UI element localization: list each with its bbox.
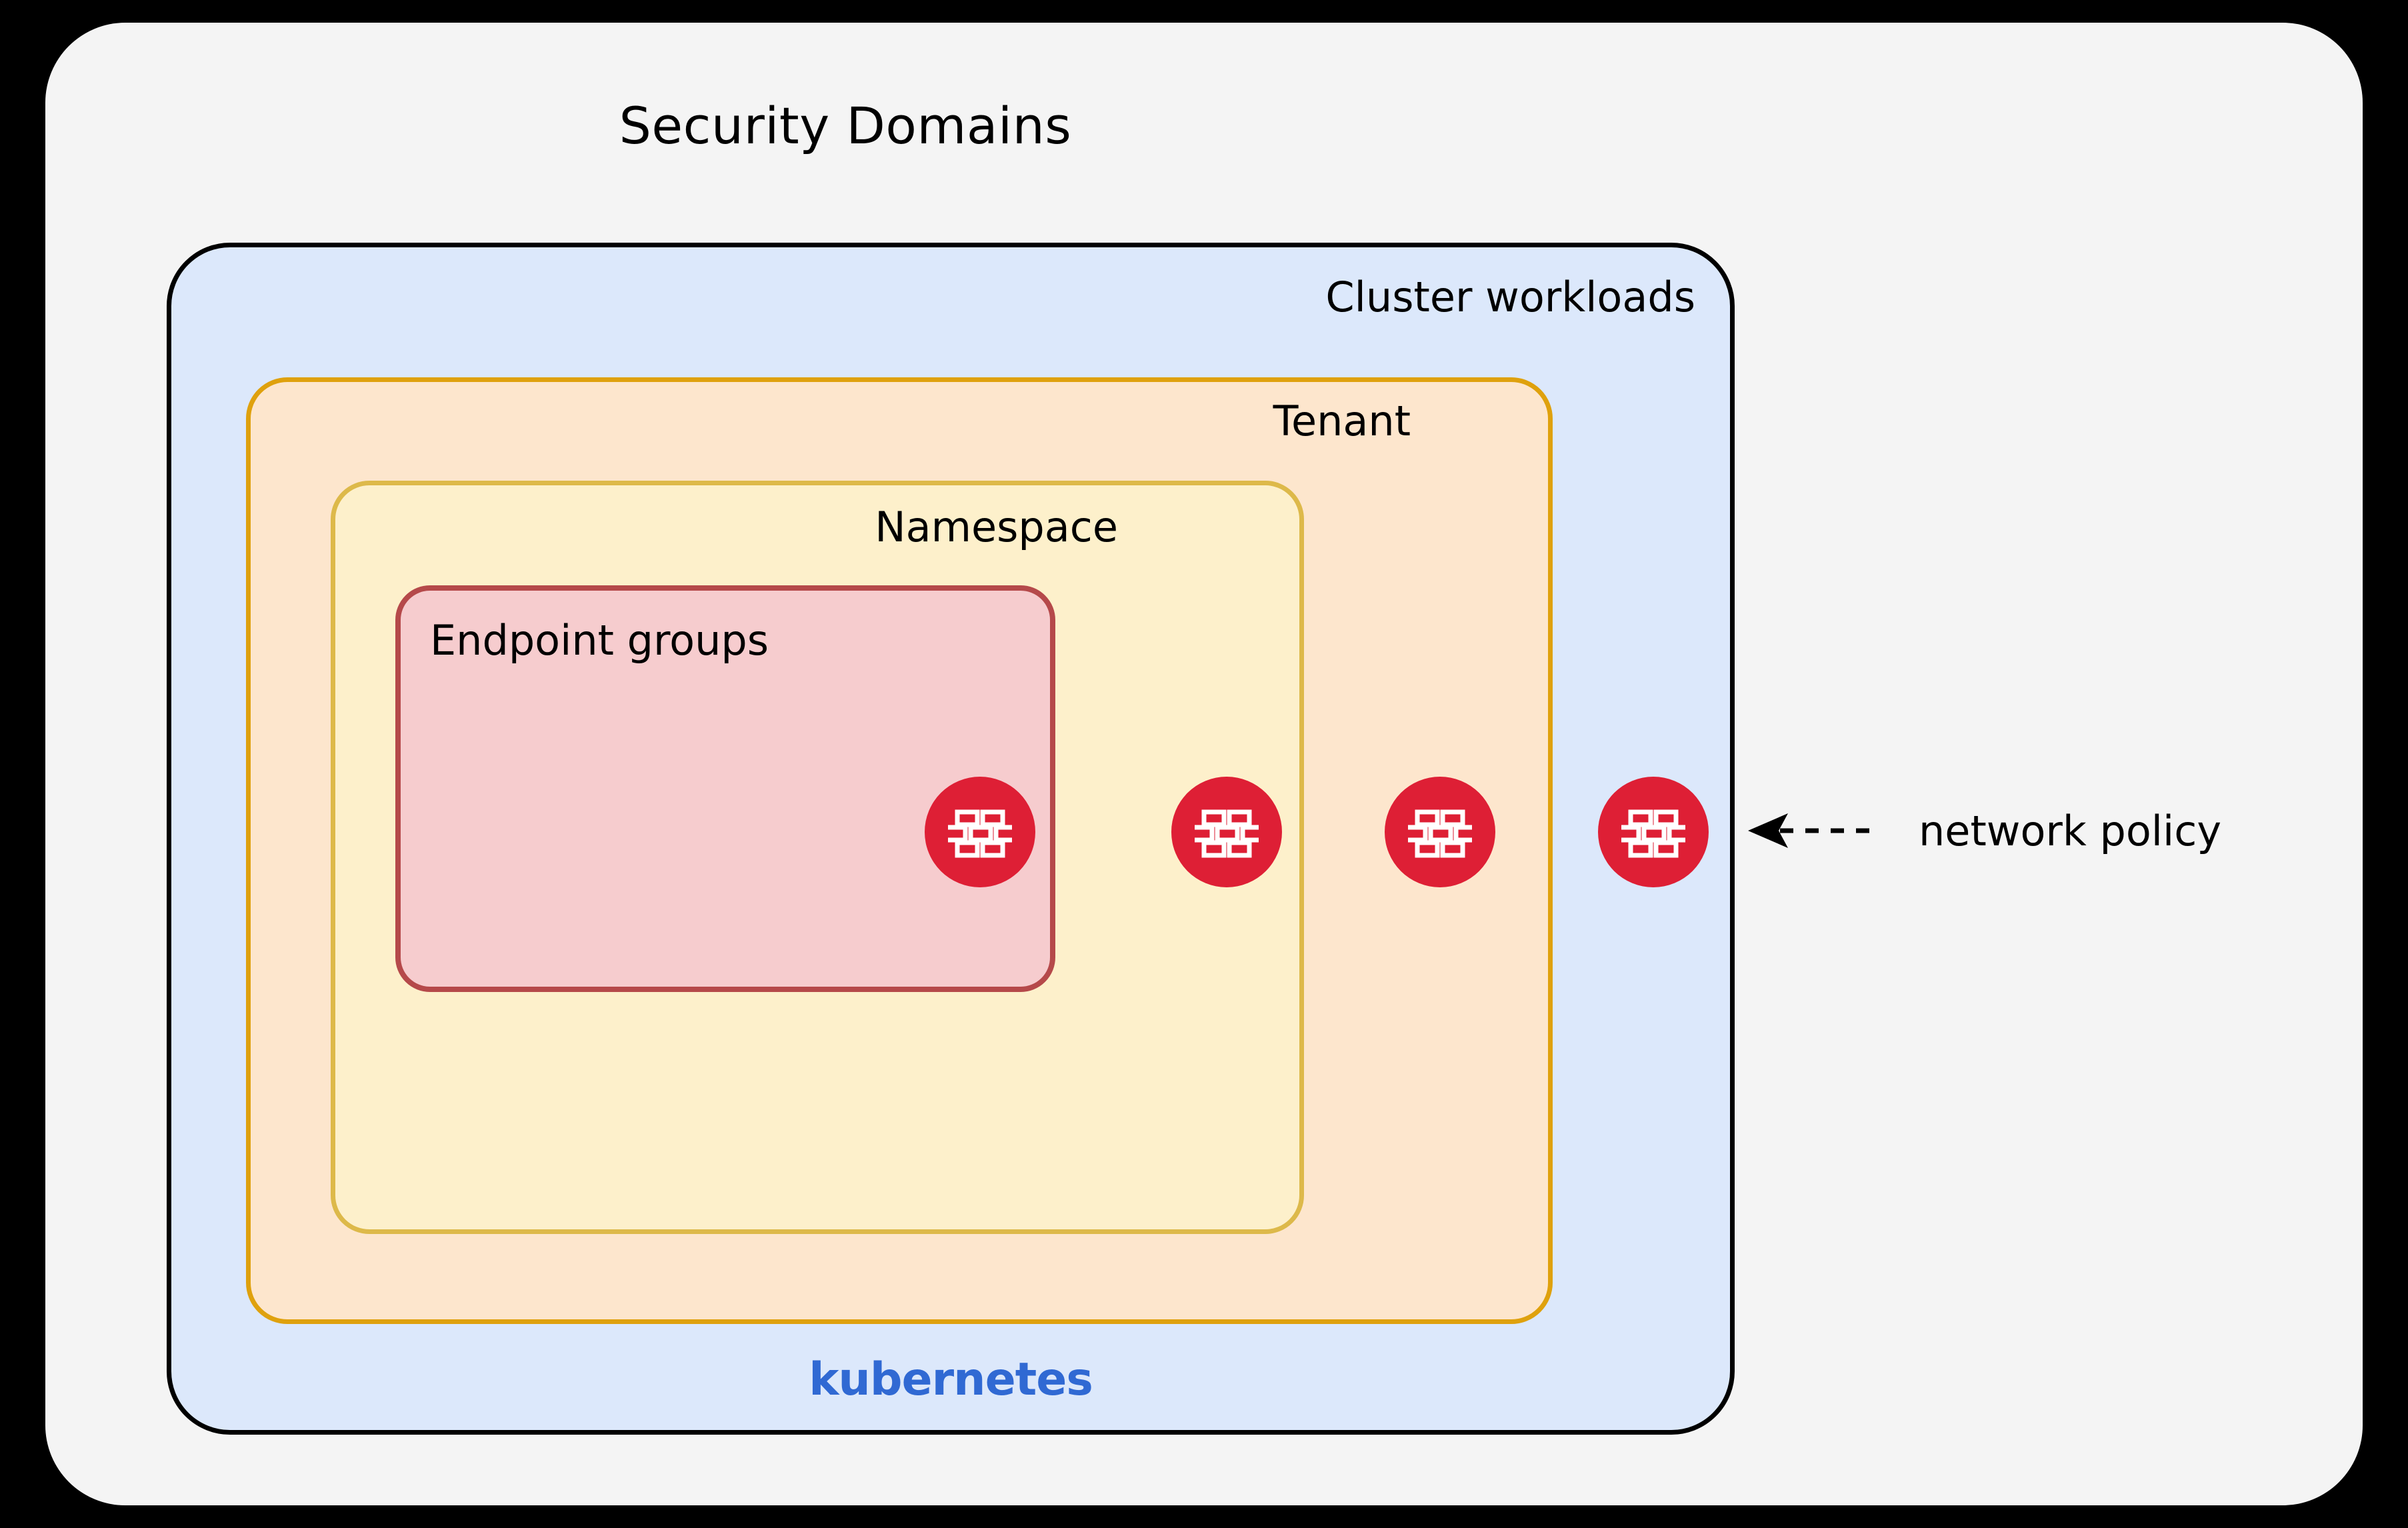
- brick-wall-glyph: [1408, 809, 1472, 858]
- cluster-workloads-label: Cluster workloads: [1325, 273, 1695, 321]
- security-domains-container: Security Domains Cluster workloads Tenan…: [45, 23, 2363, 1505]
- dashed-left-arrow-icon: [1748, 813, 1880, 848]
- brick-wall-glyph: [1195, 809, 1259, 858]
- tenant-box: Tenant Namespace Endpoint groups: [246, 377, 1553, 1324]
- namespace-label: Namespace: [875, 503, 1118, 551]
- firewall-namespace: [1171, 777, 1282, 887]
- endpoint-groups-label: Endpoint groups: [430, 616, 769, 665]
- brick-wall-glyph: [1621, 809, 1685, 858]
- page-title: Security Domains: [619, 96, 1072, 155]
- network-policy-annotation: network policy: [1747, 797, 2221, 864]
- firewall-endpoint-groups: [925, 777, 1035, 887]
- tenant-label: Tenant: [1273, 397, 1411, 445]
- brick-wall-glyph: [948, 809, 1012, 858]
- kubernetes-brand-label: kubernetes: [809, 1353, 1093, 1406]
- firewall-cluster-workloads: [1598, 777, 1709, 887]
- network-policy-label: network policy: [1919, 806, 2222, 855]
- namespace-box: Namespace Endpoint groups: [331, 481, 1304, 1234]
- firewall-tenant: [1385, 777, 1495, 887]
